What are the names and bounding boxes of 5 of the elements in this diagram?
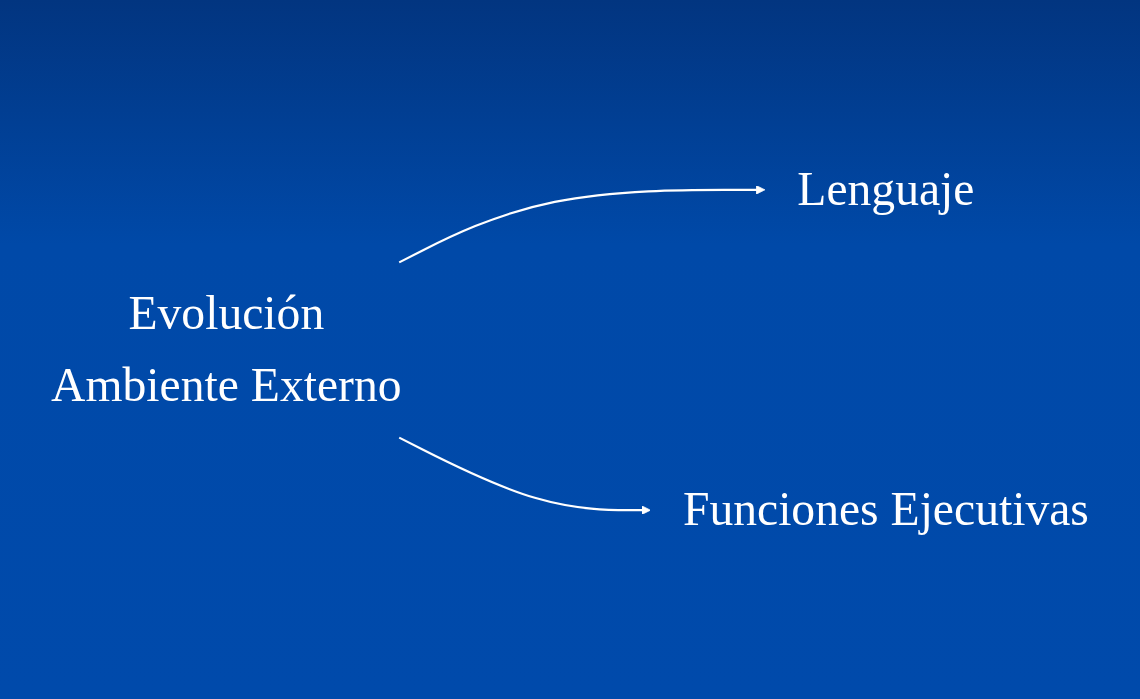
node-text: Funciones Ejecutivas xyxy=(682,482,1089,536)
arrow xyxy=(398,184,766,263)
node-text: Lenguaje xyxy=(797,162,975,216)
node-text: Evolución Ambiente Externo xyxy=(51,286,402,412)
arrow xyxy=(398,436,651,515)
